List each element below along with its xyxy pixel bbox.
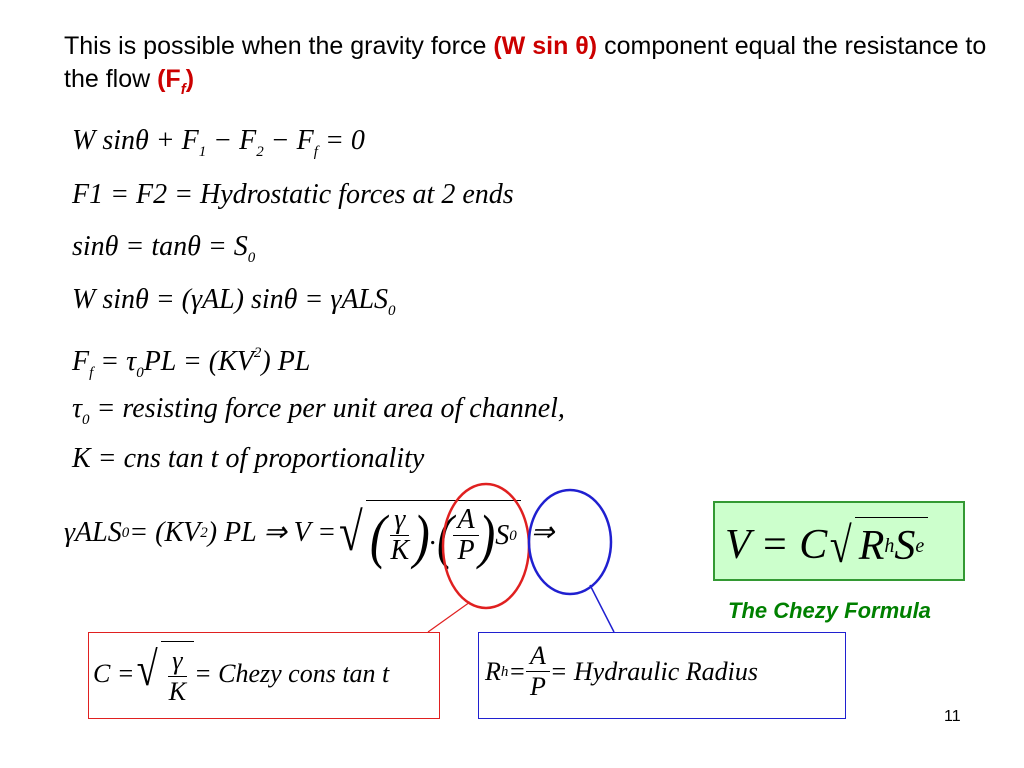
eq8-b-sup: 2 xyxy=(200,525,208,541)
eq8-a: γALS xyxy=(64,517,122,548)
eq1-sub2: 2 xyxy=(256,144,264,160)
eq5-d: ) PL xyxy=(261,346,311,377)
eq8-s-sub: 0 xyxy=(509,527,517,544)
red-num: γ xyxy=(168,646,187,677)
chezy-s-sub: e xyxy=(915,534,925,557)
eq4-sub: 0 xyxy=(388,303,396,319)
resistance-open: (F xyxy=(157,65,181,93)
eq6-a: τ xyxy=(72,393,83,424)
intro-paragraph: This is possible when the gravity force … xyxy=(64,30,1004,106)
blue-num: A xyxy=(525,641,550,672)
chezy-r: R xyxy=(858,522,885,569)
equation-1: W sinθ + F1 − F2 − Ff = 0 xyxy=(72,124,365,169)
blue-r-sub: h xyxy=(500,663,509,680)
eq1-m1: − F xyxy=(206,125,257,156)
red-connector-line xyxy=(427,601,471,633)
eq1-rhs: = 0 xyxy=(317,125,365,156)
chezy-formula-title: The Chezy Formula xyxy=(728,598,931,623)
eq5-b-sub: 0 xyxy=(136,365,144,381)
blue-rhs: = Hydraulic Radius xyxy=(549,656,759,686)
eq5-a-sub: f xyxy=(89,365,94,381)
eq3-text: sinθ = tanθ = S xyxy=(72,231,248,262)
intro-text-middle: component equal the resistance to the fl… xyxy=(64,32,987,93)
eq5-a: F xyxy=(72,346,90,377)
red-c: C = xyxy=(93,659,135,688)
eq6-b: = resisting force per unit area of chann… xyxy=(89,393,565,424)
frac2-den: P xyxy=(457,535,475,566)
chezy-s: S xyxy=(894,522,916,569)
eq8-dot: . xyxy=(429,519,437,551)
eq1-sub3: f xyxy=(313,144,318,160)
radical-sign: √ xyxy=(339,502,363,562)
intro-text-before: This is possible when the gravity force xyxy=(64,32,494,60)
frac1-num: γ xyxy=(390,505,410,536)
resistance-sub: f xyxy=(180,81,186,98)
eq8-c: ) PL ⇒ V = xyxy=(207,517,337,548)
eq8-a-sub: 0 xyxy=(121,525,130,541)
equation-4: W sinθ = (γAL) sinθ = γALS0 xyxy=(72,283,396,328)
blue-circle-a-p xyxy=(527,488,613,596)
blue-r: R xyxy=(485,656,501,686)
eq1-sub1: 1 xyxy=(198,144,207,160)
resistance-highlight: (Ff) xyxy=(157,65,195,98)
equation-6: τ0 = resisting force per unit area of ch… xyxy=(72,392,565,437)
chezy-v-eq-c: V = C xyxy=(725,522,828,568)
red-circle-gamma-k xyxy=(441,482,531,610)
chezy-r-sub: h xyxy=(884,534,895,557)
eq6-a-sub: 0 xyxy=(82,412,90,428)
eq8-s: S xyxy=(495,519,510,551)
frac2-num: A xyxy=(453,505,479,536)
resistance-close: ) xyxy=(185,65,195,93)
paren-close: ) xyxy=(413,501,430,570)
equation-3: sinθ = tanθ = S0 xyxy=(72,230,255,275)
chezy-radical: √ xyxy=(830,517,852,573)
eq3-sub: 0 xyxy=(247,250,256,266)
gravity-component-highlight: (W sin θ) xyxy=(493,32,598,60)
red-rhs: = Chezy cons tan t xyxy=(194,659,390,688)
equation-2: F1 = F2 = Hydrostatic forces at 2 ends xyxy=(72,179,514,210)
eq5-c-sup: 2 xyxy=(253,345,262,361)
equation-7: K = cns tan t of proportionality xyxy=(72,443,425,474)
equation-5: Ff = τ0PL = (KV2) PL xyxy=(72,336,310,390)
eq5-b: = τ xyxy=(93,346,137,377)
eq5-c: PL = (KV xyxy=(143,346,254,377)
eq8-implies: ⇒ xyxy=(530,517,555,548)
eq8-b: = (KV xyxy=(129,517,201,548)
paren-close-2: ) xyxy=(478,501,496,570)
blue-den: P xyxy=(529,672,546,701)
eq1-lhs: W sinθ + F xyxy=(72,125,199,156)
red-radical: √ xyxy=(137,643,159,696)
red-den: K xyxy=(168,677,187,706)
page-number: 11 xyxy=(944,708,961,725)
blue-eq: = xyxy=(508,656,526,686)
paren-open: ( xyxy=(369,501,387,570)
blue-connector-line xyxy=(589,584,615,633)
eq1-m2: − F xyxy=(263,125,314,156)
eq4-text: W sinθ = (γAL) sinθ = γALS xyxy=(72,284,389,315)
paren-open-2: ( xyxy=(436,501,454,570)
frac1-den: K xyxy=(390,535,410,566)
